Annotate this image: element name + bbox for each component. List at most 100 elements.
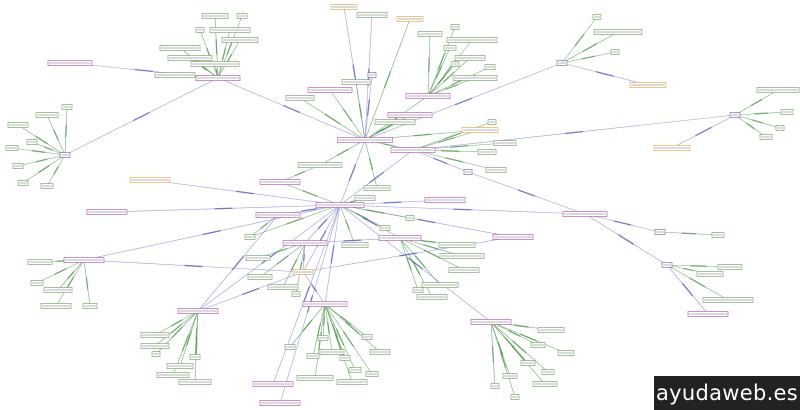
graph-node	[439, 253, 485, 259]
edge-label-mark	[449, 145, 469, 148]
graph-node	[510, 394, 520, 400]
graph-node	[387, 112, 433, 118]
graph-node	[390, 147, 436, 153]
node-text-mark	[203, 15, 227, 17]
edge-label-mark	[286, 217, 304, 225]
graph-node	[405, 93, 451, 99]
node-text-mark	[223, 39, 257, 41]
graph-node	[61, 104, 73, 110]
edge-label-mark	[301, 208, 317, 212]
graph-node	[654, 229, 666, 235]
node-text-mark	[445, 47, 455, 49]
edge-label-mark	[428, 57, 430, 73]
node-text-mark	[543, 371, 553, 373]
edge-label-mark	[348, 164, 357, 181]
node-text-mark	[365, 187, 389, 189]
graph-node	[189, 354, 201, 360]
node-text-mark	[663, 264, 671, 266]
graph-node	[27, 259, 53, 265]
graph-node	[356, 12, 388, 18]
node-text-mark	[191, 356, 199, 358]
edge-label-mark	[445, 157, 464, 163]
graph-node	[532, 381, 558, 387]
edge-label-mark	[690, 265, 707, 267]
graph-node	[562, 211, 608, 217]
edge-label-mark	[260, 222, 268, 230]
edge-label-mark	[433, 157, 448, 165]
node-text-mark	[698, 273, 722, 275]
graph-node	[336, 379, 368, 385]
graph-node	[236, 13, 248, 19]
node-text-mark	[153, 353, 159, 355]
node-text-mark	[440, 244, 474, 246]
node-text-mark	[350, 369, 360, 371]
edge-label-mark	[67, 270, 75, 280]
edge-label-mark	[170, 319, 183, 327]
graph-node	[717, 264, 743, 270]
node-text-mark	[486, 66, 494, 68]
graph-node	[484, 64, 496, 70]
edge-label-mark	[302, 285, 311, 304]
edge-label-mark	[344, 219, 351, 231]
node-text-mark	[456, 57, 484, 59]
node-text-mark	[254, 383, 292, 385]
node-text-mark	[169, 57, 211, 59]
edge-label-mark	[596, 71, 614, 77]
graph-node	[687, 311, 729, 317]
edge-label-mark	[368, 157, 374, 171]
edge-label-mark	[689, 277, 706, 288]
node-text-mark	[454, 77, 496, 79]
graph-node	[339, 355, 351, 361]
graph-node	[369, 349, 391, 355]
edge-label-mark	[310, 283, 318, 293]
edge-label-mark	[356, 213, 369, 220]
graph-node	[661, 262, 673, 268]
edge-label-mark	[31, 149, 46, 154]
graph-node	[759, 134, 773, 140]
node-text-mark	[179, 310, 217, 312]
edge-label-mark	[294, 170, 306, 177]
graph-node	[493, 140, 517, 146]
node-text-mark	[287, 97, 313, 99]
node-text-mark	[304, 303, 346, 305]
edge-label-mark	[35, 158, 48, 163]
graph-node	[396, 16, 424, 22]
node-text-mark	[338, 139, 392, 141]
edge-label-mark	[226, 38, 234, 56]
edge-label-mark	[358, 103, 363, 119]
node-text-mark	[45, 289, 71, 291]
edge-label-mark	[499, 350, 507, 369]
edge-label-mark	[336, 148, 349, 157]
node-text-mark	[363, 336, 371, 338]
edge-label-mark	[44, 146, 53, 151]
edge-label-mark	[35, 135, 48, 145]
node-text-mark	[559, 352, 573, 354]
node-text-mark	[655, 147, 689, 149]
graph-node	[337, 137, 393, 143]
edge-label-mark	[317, 218, 328, 230]
graph-node	[259, 400, 301, 406]
graph-node	[477, 149, 497, 155]
edge-label-mark	[411, 259, 421, 276]
graph-node	[452, 75, 498, 81]
node-text-mark	[371, 351, 389, 353]
graph-node	[653, 145, 691, 151]
node-text-mark	[758, 89, 798, 91]
graph-node	[461, 127, 499, 133]
edge-label-mark	[65, 276, 75, 290]
graph-node	[178, 379, 212, 385]
graph-node	[154, 72, 196, 78]
edge-label-mark	[221, 47, 227, 61]
graph-node	[470, 319, 512, 325]
node-text-mark	[343, 81, 369, 83]
node-text-mark	[309, 89, 351, 91]
node-text-mark	[49, 62, 91, 64]
graph-node	[307, 87, 353, 93]
node-text-mark	[28, 141, 36, 143]
graph-node	[267, 284, 299, 290]
graph-node	[315, 202, 365, 208]
graph-node	[35, 112, 59, 118]
edge-label-mark	[582, 43, 598, 52]
node-text-mark	[472, 321, 510, 323]
